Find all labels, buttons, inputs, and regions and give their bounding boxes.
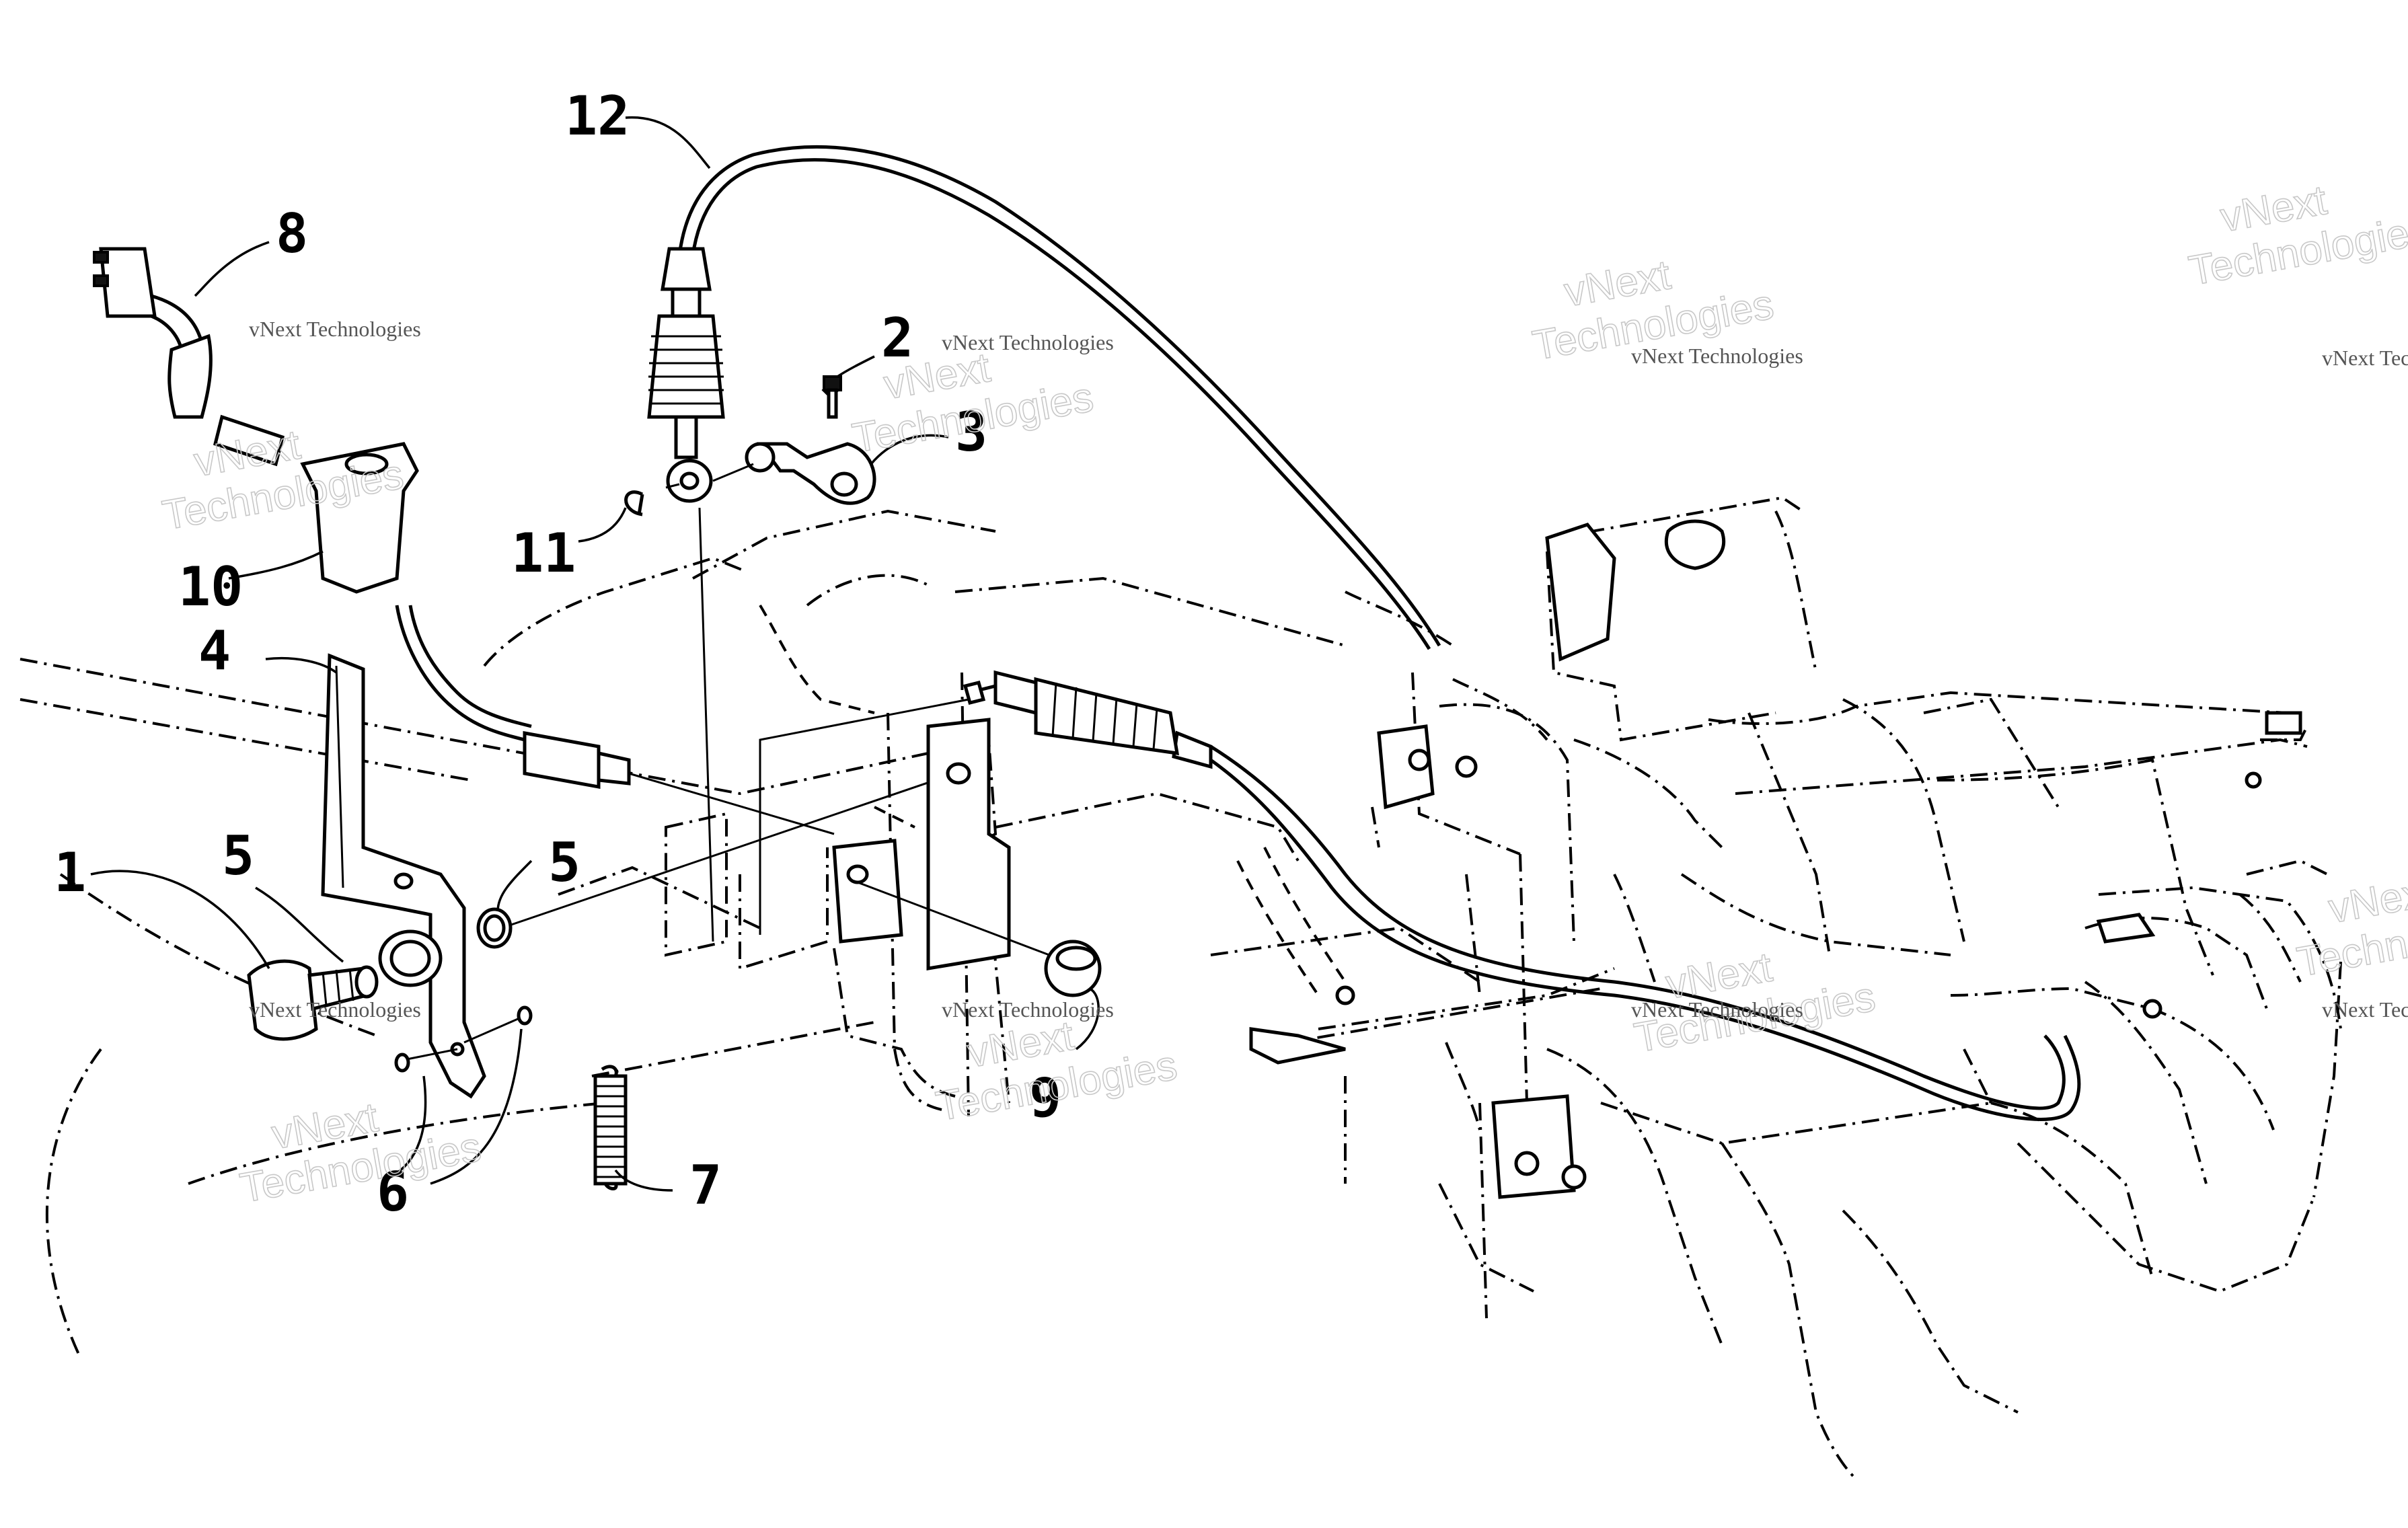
callout-5b: 5	[548, 831, 580, 894]
watermark-5: vNext Technologies	[236, 1094, 485, 1212]
washer-alignment-line	[511, 772, 956, 926]
callout-1: 1	[54, 841, 86, 904]
cable-eyelet	[666, 459, 713, 503]
callout-12: 12	[565, 85, 630, 147]
callout-11: 11	[511, 522, 576, 584]
frame-nuts-brackets	[1249, 519, 2302, 1199]
watermark-4: vNext Technologies	[2185, 176, 2408, 295]
clip-alignment-line	[665, 483, 680, 489]
callout-9: 9	[1029, 1067, 1061, 1129]
watermark-caption: vNext Technologies	[942, 330, 1114, 354]
bushing-alignment-line	[854, 880, 1050, 956]
watermark-caption: vNext Technologies	[249, 997, 421, 1022]
clip-pair	[394, 1005, 533, 1073]
callout-4: 4	[198, 619, 231, 682]
cable-assembly	[647, 145, 2081, 1121]
cable-boot-upper	[647, 314, 725, 419]
callout-6: 6	[377, 1161, 409, 1223]
callout-10: 10	[178, 556, 243, 618]
callout-5a: 5	[222, 825, 254, 887]
bracket-alignment-line	[712, 463, 754, 482]
watermark-caption: vNext Technologies	[2322, 346, 2408, 370]
watermarks: vNext Technologies vNext Technologies vN…	[159, 176, 2408, 1212]
cable-end-bracket	[745, 442, 876, 505]
watermark-captions: vNext Technologies vNext Technologies vN…	[249, 317, 2408, 1022]
pin-alignment-line	[698, 507, 714, 942]
callout-7: 7	[689, 1154, 722, 1217]
bushing	[1044, 940, 1102, 997]
callout-labels: 1 2 3 4 5 5 6 7 8 9 10 11 12	[54, 85, 1061, 1223]
brake-lever	[321, 653, 486, 1099]
watermark-8: vNext Technologies	[2293, 868, 2408, 986]
switch-boot	[300, 442, 419, 594]
e-clip	[624, 490, 644, 517]
wiring-harness	[93, 247, 285, 467]
watermark-caption: vNext Technologies	[2322, 997, 2408, 1022]
callout-2: 2	[881, 307, 913, 369]
washer-left	[476, 907, 513, 949]
watermark-caption: vNext Technologies	[1631, 997, 1803, 1022]
watermark-caption: vNext Technologies	[942, 997, 1114, 1022]
cable-boot-lower	[1034, 677, 1180, 755]
callout-3: 3	[955, 401, 987, 463]
switch-wire	[395, 605, 835, 835]
pin-part	[821, 375, 842, 419]
watermark-caption: vNext Technologies	[249, 317, 421, 341]
bracket-plate	[832, 718, 1011, 970]
callout-8: 8	[276, 202, 308, 265]
spring	[593, 1065, 628, 1190]
leader-lines	[90, 116, 1100, 1192]
watermark-caption: vNext Technologies	[1631, 344, 1803, 368]
